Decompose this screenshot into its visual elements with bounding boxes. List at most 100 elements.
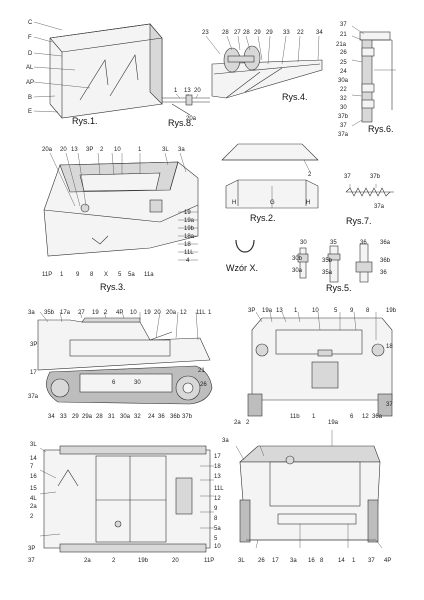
callout-label: 37 <box>340 123 347 129</box>
callout-label: AL <box>26 65 34 71</box>
callout-label: 35 <box>330 240 337 246</box>
callout-label: 36 <box>158 414 165 420</box>
figure-rys6 <box>351 25 396 127</box>
figure-rys3 <box>43 152 199 261</box>
callout-label: 10 <box>114 147 121 153</box>
callout-label: 3a <box>178 147 185 153</box>
callout-label: 15 <box>30 486 37 492</box>
callout-label: 13 <box>276 308 283 314</box>
callout-label: 19 <box>92 310 99 316</box>
callout-label: 3a <box>222 438 229 444</box>
callout-label: 29 <box>266 30 273 36</box>
caption-rys2: Rys.2. <box>250 213 276 223</box>
callout-label: 33 <box>60 414 67 420</box>
callout-label: 12 <box>180 310 187 316</box>
callout-label: 11P <box>42 272 52 278</box>
callout-label: 28 <box>243 30 250 36</box>
callout-label: 13 <box>71 147 78 153</box>
callout-label: 25 <box>340 60 347 66</box>
callout-label: 12 <box>362 414 369 420</box>
callout-label: 36a <box>380 240 391 246</box>
callout-label: 3L <box>162 147 169 153</box>
callout-label: AP <box>26 80 34 86</box>
callout-label: 19 <box>144 310 151 316</box>
callout-label: 8 <box>366 308 370 314</box>
callout-label: 4P <box>384 558 391 564</box>
callout-label: 4P <box>116 310 123 316</box>
callout-label: 36b <box>170 414 181 420</box>
caption-rys1: Rys.1. <box>72 116 98 126</box>
callout-label: 26 <box>200 382 207 388</box>
figure-side-view <box>37 311 213 405</box>
callout-label: 11L <box>184 250 194 256</box>
callout-label: 17 <box>272 558 279 564</box>
callout-label: 5 <box>334 308 338 314</box>
callout-label: 37a <box>374 204 385 210</box>
caption-rys7: Rys.7. <box>346 216 372 226</box>
callout-label: 3L <box>30 442 37 448</box>
callout-label: 28 <box>96 414 103 420</box>
callout-label: 11L <box>214 486 224 492</box>
callout-label: 20 <box>60 147 67 153</box>
callout-label: 19 <box>184 210 191 216</box>
callout-label: 17a <box>60 310 71 316</box>
callout-label: 17 <box>214 454 221 460</box>
callout-label: 32 <box>340 96 347 102</box>
callout-label: F <box>28 35 32 41</box>
callout-label: 10 <box>214 544 221 550</box>
callout-label: 30a <box>338 78 349 84</box>
callout-label: 1 <box>60 272 64 278</box>
figure-rys7 <box>345 184 394 197</box>
callout-label: 22 <box>340 87 347 93</box>
callout-label: 34 <box>48 414 55 420</box>
callout-label: 14 <box>30 456 37 462</box>
callout-label: H <box>306 200 310 206</box>
callout-label: 33 <box>283 30 290 36</box>
callout-label: 11P <box>204 558 214 564</box>
callout-label: 20a <box>42 147 53 153</box>
callout-label: 9 <box>350 308 354 314</box>
callout-label: 1 <box>312 414 316 420</box>
callout-label: E <box>28 109 32 115</box>
callout-label: 35b <box>322 258 333 264</box>
callout-label: 11b <box>290 414 300 420</box>
callout-label: 3P <box>28 546 35 552</box>
callout-label: 30 <box>340 105 347 111</box>
callout-label: 19b <box>386 308 397 314</box>
callout-label: 2 <box>112 558 116 564</box>
callout-label: 24 <box>148 414 155 420</box>
callout-label: 3a <box>28 310 35 316</box>
callout-label: 27 <box>78 310 85 316</box>
callout-label: 37 <box>340 22 347 28</box>
callout-label: 30a <box>292 268 303 274</box>
caption-wzor-x: Wzór X. <box>226 263 258 273</box>
callout-label: 21a <box>336 42 347 48</box>
callout-label: 19a <box>328 420 339 426</box>
callout-label: 37a <box>28 394 39 400</box>
callout-label: 2 <box>104 310 108 316</box>
caption-rys4: Rys.4. <box>282 92 308 102</box>
callout-label: 1 <box>294 308 298 314</box>
callout-label: 36 <box>380 270 387 276</box>
callout-label: 8 <box>90 272 94 278</box>
callout-label: 26 <box>258 558 265 564</box>
callout-label: 5 <box>214 536 218 542</box>
figure-rys4 <box>205 35 323 99</box>
callout-label: 11a <box>144 272 154 278</box>
callout-label: 37b <box>338 114 349 120</box>
callout-label: 36a <box>372 414 383 420</box>
callout-label: 7 <box>30 464 34 470</box>
callout-label: 4L <box>30 496 37 502</box>
callout-label: 19a <box>184 218 195 224</box>
callout-label: 37b <box>182 414 193 420</box>
callout-label: 20 <box>154 310 161 316</box>
callout-label: 11L <box>196 310 206 316</box>
callout-label: 2a <box>84 558 91 564</box>
callout-label: 30 <box>300 240 307 246</box>
callout-label: 20 <box>172 558 179 564</box>
callout-label: 19a <box>262 308 273 314</box>
callout-label: 32 <box>134 414 141 420</box>
callout-label: 19b <box>184 226 195 232</box>
